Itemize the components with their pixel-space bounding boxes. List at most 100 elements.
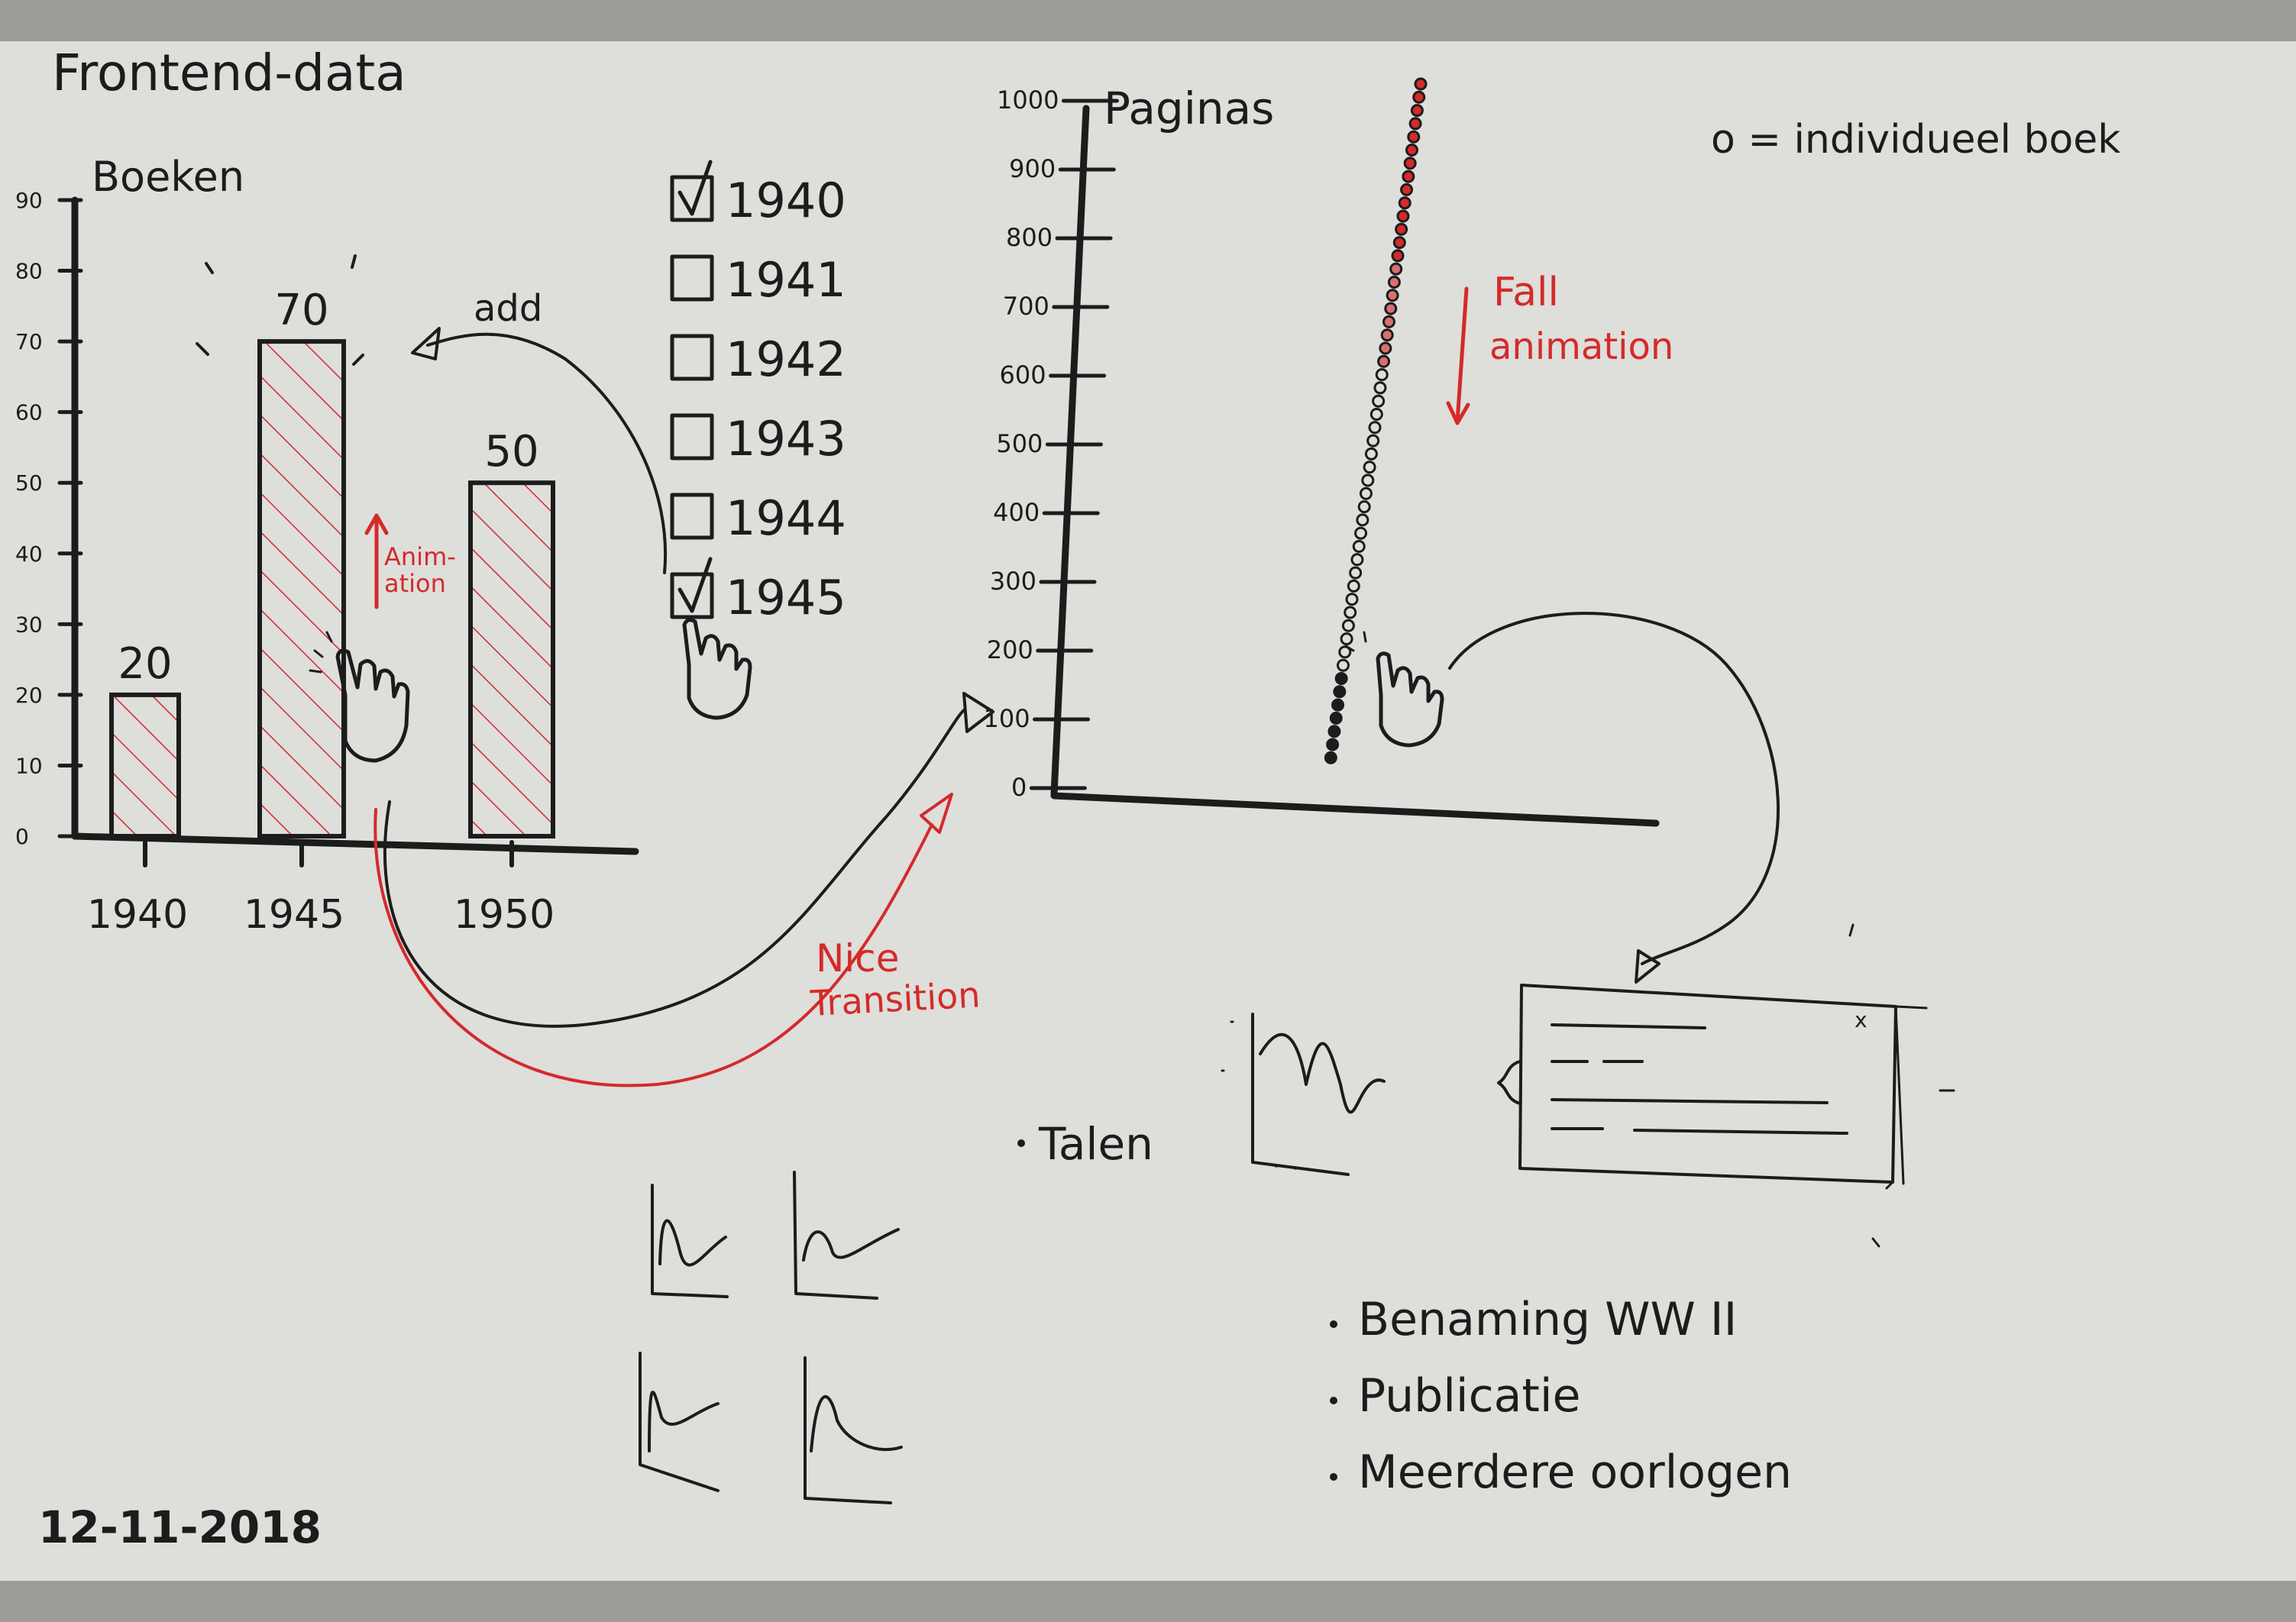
book-dot[interactable] — [1375, 368, 1389, 382]
bar-y-tick-label: 0 — [15, 824, 29, 849]
book-dot[interactable] — [1379, 341, 1392, 355]
popup-text-lines — [1551, 1023, 1848, 1135]
book-dot[interactable] — [1349, 566, 1363, 580]
checkbox-box[interactable] — [670, 334, 714, 381]
book-dot[interactable] — [1398, 196, 1412, 210]
book-dot[interactable] — [1407, 130, 1421, 144]
bullet-item: Benaming WW II — [1358, 1293, 1737, 1346]
book-dot[interactable] — [1324, 751, 1337, 764]
checkbox-box[interactable] — [670, 493, 714, 540]
book-dot[interactable] — [1336, 658, 1350, 672]
book-dot[interactable] — [1392, 236, 1406, 250]
bar-y-tick-label: 30 — [15, 612, 43, 637]
animation-arrow — [364, 513, 389, 609]
book-dot[interactable] — [1354, 526, 1368, 540]
book-dot[interactable] — [1408, 117, 1422, 131]
bullet-item: Meerdere oorlogen — [1358, 1446, 1792, 1499]
book-dot[interactable] — [1363, 460, 1376, 474]
book-dot[interactable] — [1384, 302, 1398, 315]
book-dot[interactable] — [1331, 698, 1345, 712]
book-dot[interactable] — [1389, 262, 1403, 276]
book-dot[interactable] — [1327, 725, 1341, 738]
checkbox-box[interactable] — [670, 175, 714, 222]
bar-1945[interactable] — [257, 339, 346, 839]
checkbox-item-1945[interactable]: 1945 — [670, 557, 846, 625]
book-dot[interactable] — [1402, 170, 1415, 183]
book-dot[interactable] — [1410, 104, 1424, 118]
checkbox-box[interactable] — [670, 413, 714, 460]
book-dot[interactable] — [1345, 593, 1359, 606]
book-dot[interactable] — [1386, 289, 1399, 302]
checkbox-item-1940[interactable]: 1940 — [670, 160, 846, 228]
transition-arrow-red-head — [920, 793, 953, 834]
book-dot[interactable] — [1326, 738, 1340, 751]
book-dot[interactable] — [1395, 222, 1408, 236]
book-dot[interactable] — [1396, 209, 1410, 223]
talen-mini-chart — [1221, 1013, 1386, 1176]
bar-1940[interactable] — [109, 692, 181, 839]
book-dot[interactable] — [1333, 685, 1347, 699]
bullet-dot — [1330, 1397, 1337, 1404]
bar-y-tick-label: 40 — [15, 541, 43, 567]
fall-label-2: animation — [1489, 325, 1673, 368]
book-dot[interactable] — [1405, 144, 1418, 157]
checkbox-item-1941[interactable]: 1941 — [670, 252, 846, 308]
popup-arrow-head — [1635, 949, 1661, 984]
bar-y-tick-label: 10 — [15, 753, 43, 778]
transition-arrow-black-head — [962, 692, 994, 733]
book-dot[interactable] — [1340, 632, 1353, 646]
checkbox-label: 1941 — [726, 252, 846, 308]
book-dot[interactable] — [1357, 500, 1371, 514]
book-dot[interactable] — [1344, 606, 1357, 619]
book-dot[interactable] — [1370, 408, 1383, 421]
book-dot[interactable] — [1352, 540, 1366, 553]
book-dot[interactable] — [1373, 381, 1387, 395]
book-dot[interactable] — [1350, 553, 1364, 567]
book-dot[interactable] — [1364, 447, 1378, 460]
book-dot[interactable] — [1341, 619, 1355, 632]
book-dot[interactable] — [1400, 183, 1414, 196]
checkbox-box[interactable] — [670, 572, 714, 619]
bar-x-tick-label: 1945 — [244, 892, 344, 938]
book-dot[interactable] — [1387, 276, 1401, 289]
dot-y-tick-label: 1000 — [997, 86, 1059, 115]
book-dot[interactable] — [1382, 315, 1395, 328]
book-dot[interactable] — [1347, 579, 1360, 593]
popup-close-icon[interactable]: x — [1855, 1007, 1868, 1032]
book-dot[interactable] — [1359, 486, 1373, 500]
checkbox-item-1942[interactable]: 1942 — [670, 331, 846, 387]
small-multiple-chart-1 — [651, 1184, 729, 1298]
book-dot[interactable] — [1361, 473, 1375, 487]
dot-plot-points — [1324, 77, 1428, 764]
bar-y-tick-label: 20 — [15, 683, 43, 708]
checkbox-item-1944[interactable]: 1944 — [670, 490, 846, 546]
book-dot[interactable] — [1366, 434, 1380, 448]
checkbox-item-1943[interactable]: 1943 — [670, 411, 846, 467]
book-dot[interactable] — [1334, 672, 1348, 685]
bar-y-tick-label: 70 — [15, 329, 43, 354]
book-dot[interactable] — [1391, 249, 1405, 263]
book-dot[interactable] — [1329, 711, 1343, 725]
bar-1950[interactable] — [468, 480, 555, 838]
dot-y-tick-label: 300 — [990, 567, 1036, 596]
popup-arrow — [1448, 612, 1780, 965]
book-dot[interactable] — [1338, 645, 1352, 659]
add-label: add — [474, 287, 542, 330]
book-dot[interactable] — [1356, 513, 1370, 527]
book-dot[interactable] — [1380, 328, 1394, 342]
book-dot[interactable] — [1377, 354, 1391, 368]
book-dot[interactable] — [1412, 90, 1426, 104]
bar-y-tick-label: 60 — [15, 400, 43, 425]
dot-plot-x-axis — [1050, 792, 1660, 827]
book-dot[interactable] — [1403, 157, 1417, 170]
book-dot[interactable] — [1372, 394, 1386, 408]
bar-chart-ylabel: Boeken — [92, 153, 244, 201]
book-dot[interactable] — [1368, 421, 1382, 435]
checkbox-box[interactable] — [670, 254, 714, 302]
book-dot[interactable] — [1414, 77, 1428, 91]
dot-plot-ylabel: Paginas — [1104, 82, 1274, 134]
